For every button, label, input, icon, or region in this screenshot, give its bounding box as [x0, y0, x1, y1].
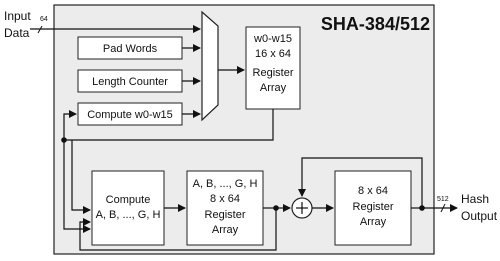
- w-register-block: [245, 26, 301, 110]
- ah-register-line1: A, B, ..., G, H: [193, 178, 258, 190]
- pad-words-label: Pad Words: [103, 43, 158, 55]
- output-bus-width: 512: [437, 196, 449, 203]
- diagram-title: SHA-384/512: [321, 14, 430, 34]
- w-register-line4: Array: [260, 82, 287, 94]
- length-counter-label: Length Counter: [92, 76, 168, 88]
- w-register-line2: 16 x 64: [255, 48, 291, 60]
- input-label-line2: Data: [4, 26, 30, 40]
- w-register-feedback-line: [64, 109, 274, 141]
- input-label-line1: Input: [4, 9, 31, 23]
- output-label-line2: Output: [461, 209, 498, 223]
- ah-register-line3: Register: [205, 209, 246, 221]
- output-label-line1: Hash: [461, 192, 489, 206]
- w-register-line1: w0-w15: [253, 33, 292, 45]
- w-register-line3: Register: [253, 67, 294, 79]
- hash-register-line3: Array: [360, 216, 387, 228]
- input-bus-width: 64: [40, 16, 48, 23]
- compute-w-label: Compute w0-w15: [87, 109, 173, 121]
- hash-feedback-to-adder-arrow: [298, 157, 423, 208]
- bus-to-compute-w-arrow: [63, 110, 77, 140]
- hash-register-line1: 8 x 64: [358, 185, 388, 197]
- bus-to-compute-ah-lower-arrow: [63, 140, 91, 233]
- hash-register-block: [334, 170, 412, 246]
- ah-register-block: [186, 170, 264, 246]
- output-bus-slash: [440, 203, 446, 213]
- bus-to-compute-ah-upper-arrow: [71, 140, 91, 214]
- ah-register-line2: 8 x 64: [210, 193, 240, 205]
- ah-register-line4: Array: [212, 224, 239, 236]
- compute-ah-line2: A, B, ..., G, H: [96, 209, 161, 221]
- input-multiplexer: [201, 10, 219, 122]
- hash-register-line2: Register: [353, 201, 394, 213]
- ah-register-feedback-arrow: [79, 208, 277, 251]
- compute-ah-block: [91, 170, 165, 246]
- compute-ah-line1: Compute: [106, 194, 151, 206]
